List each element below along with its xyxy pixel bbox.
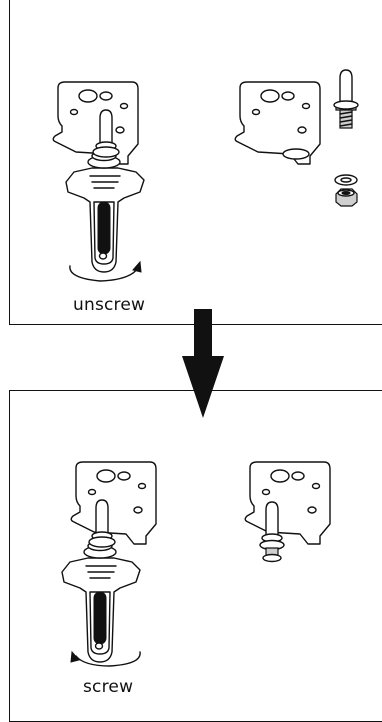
screw-label: screw — [83, 677, 134, 697]
unscrew-label: unscrew — [73, 295, 146, 315]
screw-step-panel — [9, 390, 382, 722]
hinge-bracket-with-wrench-icon — [61, 461, 157, 663]
nut-icon — [335, 188, 358, 207]
hinge-bracket-with-wrench-icon — [52, 81, 145, 273]
hinge-bracket-icon — [244, 461, 331, 563]
hinge-bracket-icon — [234, 81, 321, 165]
counterclockwise-arrow-icon — [69, 260, 142, 282]
washer-icon — [334, 174, 358, 186]
clockwise-arrow-icon — [70, 650, 141, 667]
hinge-pin-bolt-icon — [333, 69, 359, 129]
down-arrow-icon — [182, 309, 224, 418]
